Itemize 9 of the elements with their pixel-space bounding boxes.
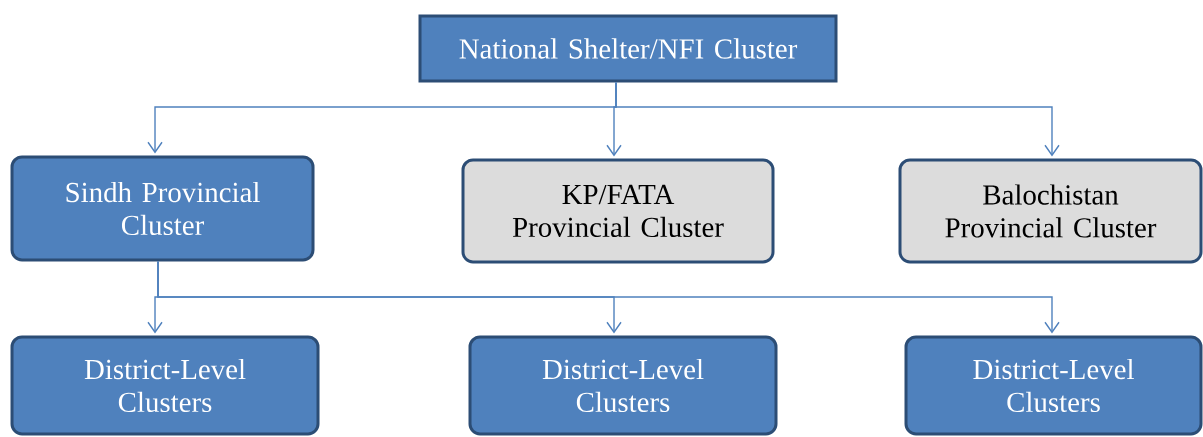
arrow xyxy=(615,81,1060,157)
cluster-box: District-Level Clusters xyxy=(468,335,778,436)
cluster-box: KP/FATA Provincial Cluster xyxy=(461,158,775,264)
cluster-box: Balochistan Provincial Cluster xyxy=(898,158,1203,264)
cluster-box: National Shelter/NFI Cluster xyxy=(418,14,838,83)
cluster-box: District-Level Clusters xyxy=(904,335,1203,436)
cluster-box: District-Level Clusters xyxy=(10,335,320,436)
cluster-box: Sindh Provincial Cluster xyxy=(10,155,315,262)
arrow xyxy=(157,260,1060,334)
